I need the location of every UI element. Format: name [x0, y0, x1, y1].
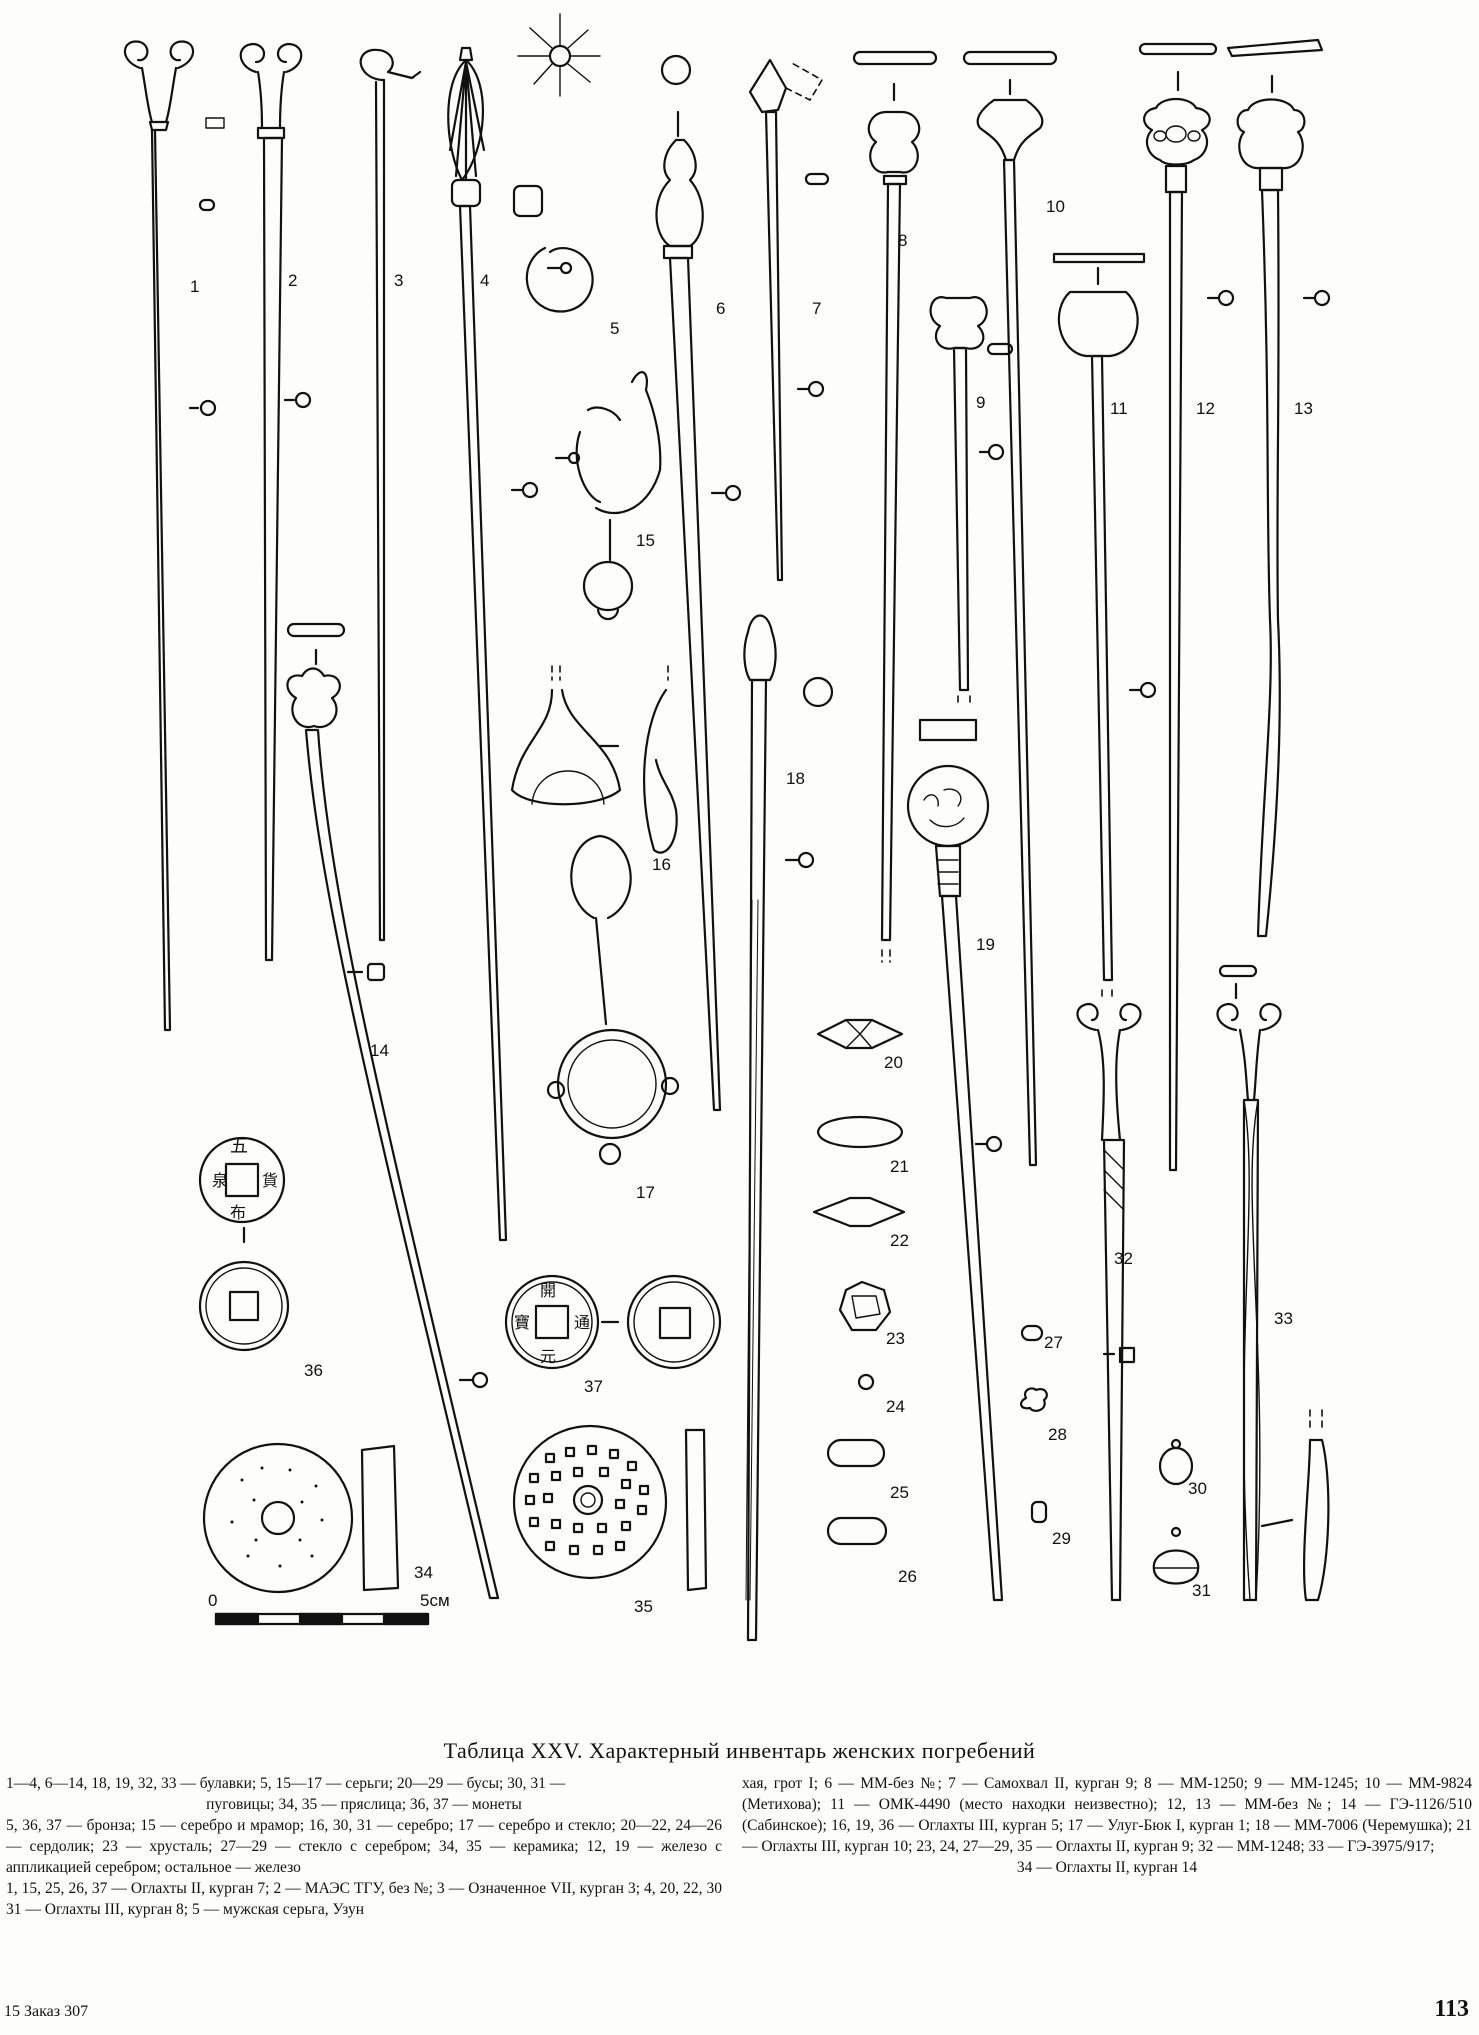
svg-text:五: 五 [230, 1136, 248, 1156]
figure-label-25: 25 [890, 1483, 909, 1502]
figure-label-10: 10 [1046, 197, 1065, 216]
svg-text:元: 元 [540, 1349, 556, 1366]
figure-label-14: 14 [370, 1041, 389, 1060]
figure-label-7: 7 [812, 299, 821, 318]
figure-label-18: 18 [786, 769, 805, 788]
beads-drawing [812, 1018, 1048, 1546]
pin-6-drawing [655, 54, 742, 1112]
scale-bar: 0 5см [208, 1591, 450, 1626]
figure-label-1: 1 [190, 277, 199, 296]
caption-right-column: хая, грот I; 6 — ММ-без №; 7 — Самохвал … [742, 1773, 1472, 1878]
figure-label-2: 2 [288, 271, 297, 290]
pin-19-drawing [906, 718, 1004, 1602]
pin-10-drawing [962, 50, 1058, 1167]
figure-label-29: 29 [1052, 1529, 1071, 1548]
figure-label-35: 35 [634, 1597, 653, 1616]
pin-33-drawing [1216, 964, 1330, 1602]
page-number: 113 [1434, 1996, 1469, 2022]
figure-label-5: 5 [610, 319, 619, 338]
figure-label-32: 32 [1114, 1249, 1133, 1268]
pin-13-drawing [1226, 38, 1331, 938]
figure-label-12: 12 [1196, 399, 1215, 418]
figure-label-28: 28 [1048, 1425, 1067, 1444]
figure-label-34: 34 [414, 1563, 433, 1582]
svg-text:布: 布 [230, 1204, 246, 1222]
svg-text:通: 通 [574, 1314, 590, 1332]
figure-label-3: 3 [394, 271, 403, 290]
figure-labels: 1 2 3 4 5 6 7 8 9 10 11 12 13 14 15 16 1… [190, 197, 1313, 1616]
caption-line: 1, 15, 25, 26, 37 — Оглахты II, курган 7… [6, 1880, 722, 1918]
scale-start-label: 0 [208, 1591, 217, 1610]
caption-left-column: 1—4, 6—14, 18, 19, 32, 33 — булавки; 5, … [6, 1773, 722, 1920]
pin-4-drawing [447, 13, 601, 1242]
figure-label-30: 30 [1188, 1479, 1207, 1498]
figure-label-4: 4 [480, 271, 489, 290]
plate-drawing: 五泉 貨布 開寶 通元 0 5см 1 2 3 4 [123, 13, 1331, 1642]
pin-14-drawing [286, 622, 500, 1600]
earring-17-drawing [546, 834, 680, 1166]
earring-15-drawing [554, 371, 662, 621]
figure-label-20: 20 [884, 1053, 903, 1072]
figure-label-21: 21 [890, 1157, 909, 1176]
pin-18-drawing [743, 614, 834, 1642]
figure-label-8: 8 [898, 231, 907, 250]
figure-label-33: 33 [1274, 1309, 1293, 1328]
figure-label-13: 13 [1294, 399, 1313, 418]
caption-line: 5, 36, 37 — бронза; 15 — серебро и мрамо… [6, 1817, 722, 1876]
pin-12-drawing [1138, 42, 1235, 1172]
caption-line: 34 — Оглахты II, курган 14 [1016, 1859, 1198, 1876]
buttons-drawing [1152, 1438, 1200, 1585]
svg-text:貨: 貨 [262, 1172, 278, 1190]
coins-drawing: 五泉 貨布 開寶 通元 [198, 1136, 722, 1370]
svg-text:泉: 泉 [212, 1172, 228, 1190]
figure-label-9: 9 [976, 393, 985, 412]
figure-label-11: 11 [1110, 399, 1128, 418]
caption-line: хая, грот I; 6 — ММ-без №; 7 — Самохвал … [742, 1775, 1472, 1855]
figure-label-6: 6 [716, 299, 725, 318]
figure-label-22: 22 [890, 1231, 909, 1250]
svg-text:寶: 寶 [514, 1313, 530, 1332]
figure-label-26: 26 [898, 1567, 917, 1586]
figure-label-23: 23 [886, 1329, 905, 1348]
pin-7-drawing [748, 58, 830, 582]
pin-9-drawing [929, 296, 1014, 707]
figure-label-15: 15 [636, 531, 655, 550]
figure-label-36: 36 [304, 1361, 323, 1380]
pin-11-drawing [1052, 252, 1157, 1001]
svg-text:開: 開 [540, 1283, 556, 1300]
figure-label-31: 31 [1192, 1581, 1211, 1600]
figure-label-27: 27 [1044, 1333, 1063, 1352]
pin-3-drawing [359, 48, 539, 942]
figure-label-17: 17 [636, 1183, 655, 1202]
caption-line: 1—4, 6—14, 18, 19, 32, 33 — булавки; 5, … [6, 1775, 566, 1792]
figure-label-37: 37 [584, 1377, 603, 1396]
scale-end-label: 5см [420, 1591, 450, 1610]
earring-5-drawing [525, 246, 594, 313]
pin-8-drawing [852, 50, 938, 963]
pin-32-drawing [1076, 1002, 1142, 1602]
plate-title: Таблица XXV. Характерный инвентарь женск… [443, 1738, 1036, 1763]
earring-16-drawing [510, 665, 678, 854]
pin-1-drawing [123, 40, 225, 1032]
figure-label-19: 19 [976, 935, 995, 954]
figure-label-16: 16 [652, 855, 671, 874]
whorls-drawing [202, 1424, 708, 1594]
printer-signature: 15 Заказ 307 [4, 2003, 89, 2020]
caption-line: пуговицы; 34, 35 — пряслица; 36, 37 — мо… [206, 1796, 522, 1813]
figure-label-24: 24 [886, 1397, 905, 1416]
pin-2-drawing [239, 42, 312, 962]
